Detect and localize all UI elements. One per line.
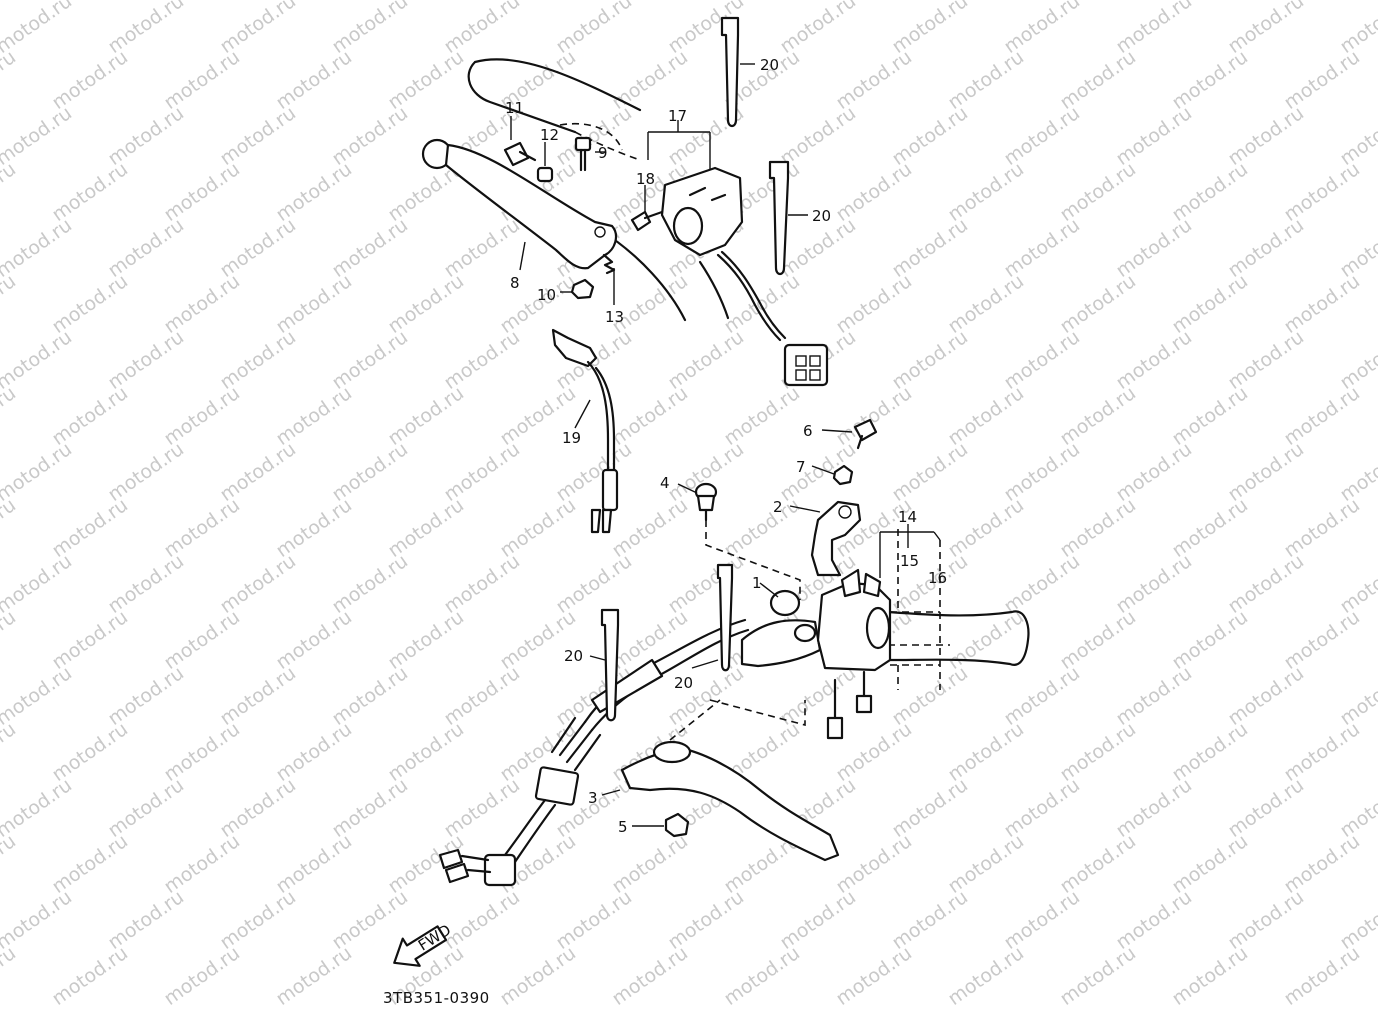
cable-tie-upper-2 — [768, 160, 790, 276]
brake-lever-nut — [664, 812, 690, 838]
callout-12: 12 — [540, 126, 559, 144]
lever-pin — [574, 136, 592, 172]
right-throttle-grip — [886, 610, 1030, 666]
callout-20-lower-1: 20 — [564, 647, 583, 665]
washer — [536, 166, 554, 183]
callout-3: 3 — [588, 789, 598, 807]
upper-handlebar-grip — [467, 58, 730, 322]
callout-leader-lines — [510, 63, 941, 827]
clutch-switch-with-wire — [551, 328, 619, 534]
callout-13: 13 — [605, 308, 624, 326]
callout-16: 16 — [928, 569, 947, 587]
callout-20-lower-2: 20 — [674, 674, 693, 692]
callout-9: 9 — [598, 144, 608, 162]
callout-5: 5 — [618, 818, 628, 836]
clamp-washer — [832, 464, 854, 486]
callout-labels: 11 12 9 17 18 8 10 13 19 20 20 6 7 4 2 1… — [505, 56, 947, 836]
callout-11: 11 — [505, 99, 524, 117]
clamp-bolt — [853, 418, 878, 450]
callout-6: 6 — [803, 422, 813, 440]
left-handlebar-switch — [660, 166, 829, 387]
forward-direction-arrow: FWD — [393, 921, 454, 967]
lever-nut — [570, 278, 595, 300]
callout-20-upper-2: 20 — [812, 207, 831, 225]
callout-10: 10 — [537, 286, 556, 304]
callout-1: 1 — [752, 574, 762, 592]
assembly-guide-lines — [559, 123, 941, 741]
callout-4: 4 — [660, 474, 670, 492]
part-code: 3TB351-0390 — [383, 989, 490, 1007]
callout-15: 15 — [900, 552, 919, 570]
callout-8: 8 — [510, 274, 520, 292]
master-cylinder-clamp — [810, 500, 862, 577]
callout-20-upper-1: 20 — [760, 56, 779, 74]
callout-14: 14 — [898, 508, 917, 526]
callout-19: 19 — [562, 429, 581, 447]
right-handlebar-switch — [816, 568, 892, 672]
callout-7: 7 — [796, 458, 806, 476]
cable-tie-lower-1 — [716, 563, 734, 672]
reservoir-cap — [694, 482, 718, 522]
callout-18: 18 — [636, 170, 655, 188]
front-brake-master-cylinder — [740, 589, 822, 668]
cable-tie-lower-2 — [600, 608, 620, 722]
lever-pivot-bolt — [503, 141, 537, 167]
switch-mount-screws — [826, 670, 873, 740]
switch-screw — [630, 210, 664, 232]
cable-tie-upper-1 — [720, 16, 740, 128]
front-brake-lever — [620, 740, 840, 862]
callout-2: 2 — [773, 498, 783, 516]
lever-spring — [602, 253, 616, 275]
fwd-label: FWD — [415, 921, 454, 955]
front-brake-switch-wiring — [438, 618, 750, 887]
callout-17: 17 — [668, 107, 687, 125]
